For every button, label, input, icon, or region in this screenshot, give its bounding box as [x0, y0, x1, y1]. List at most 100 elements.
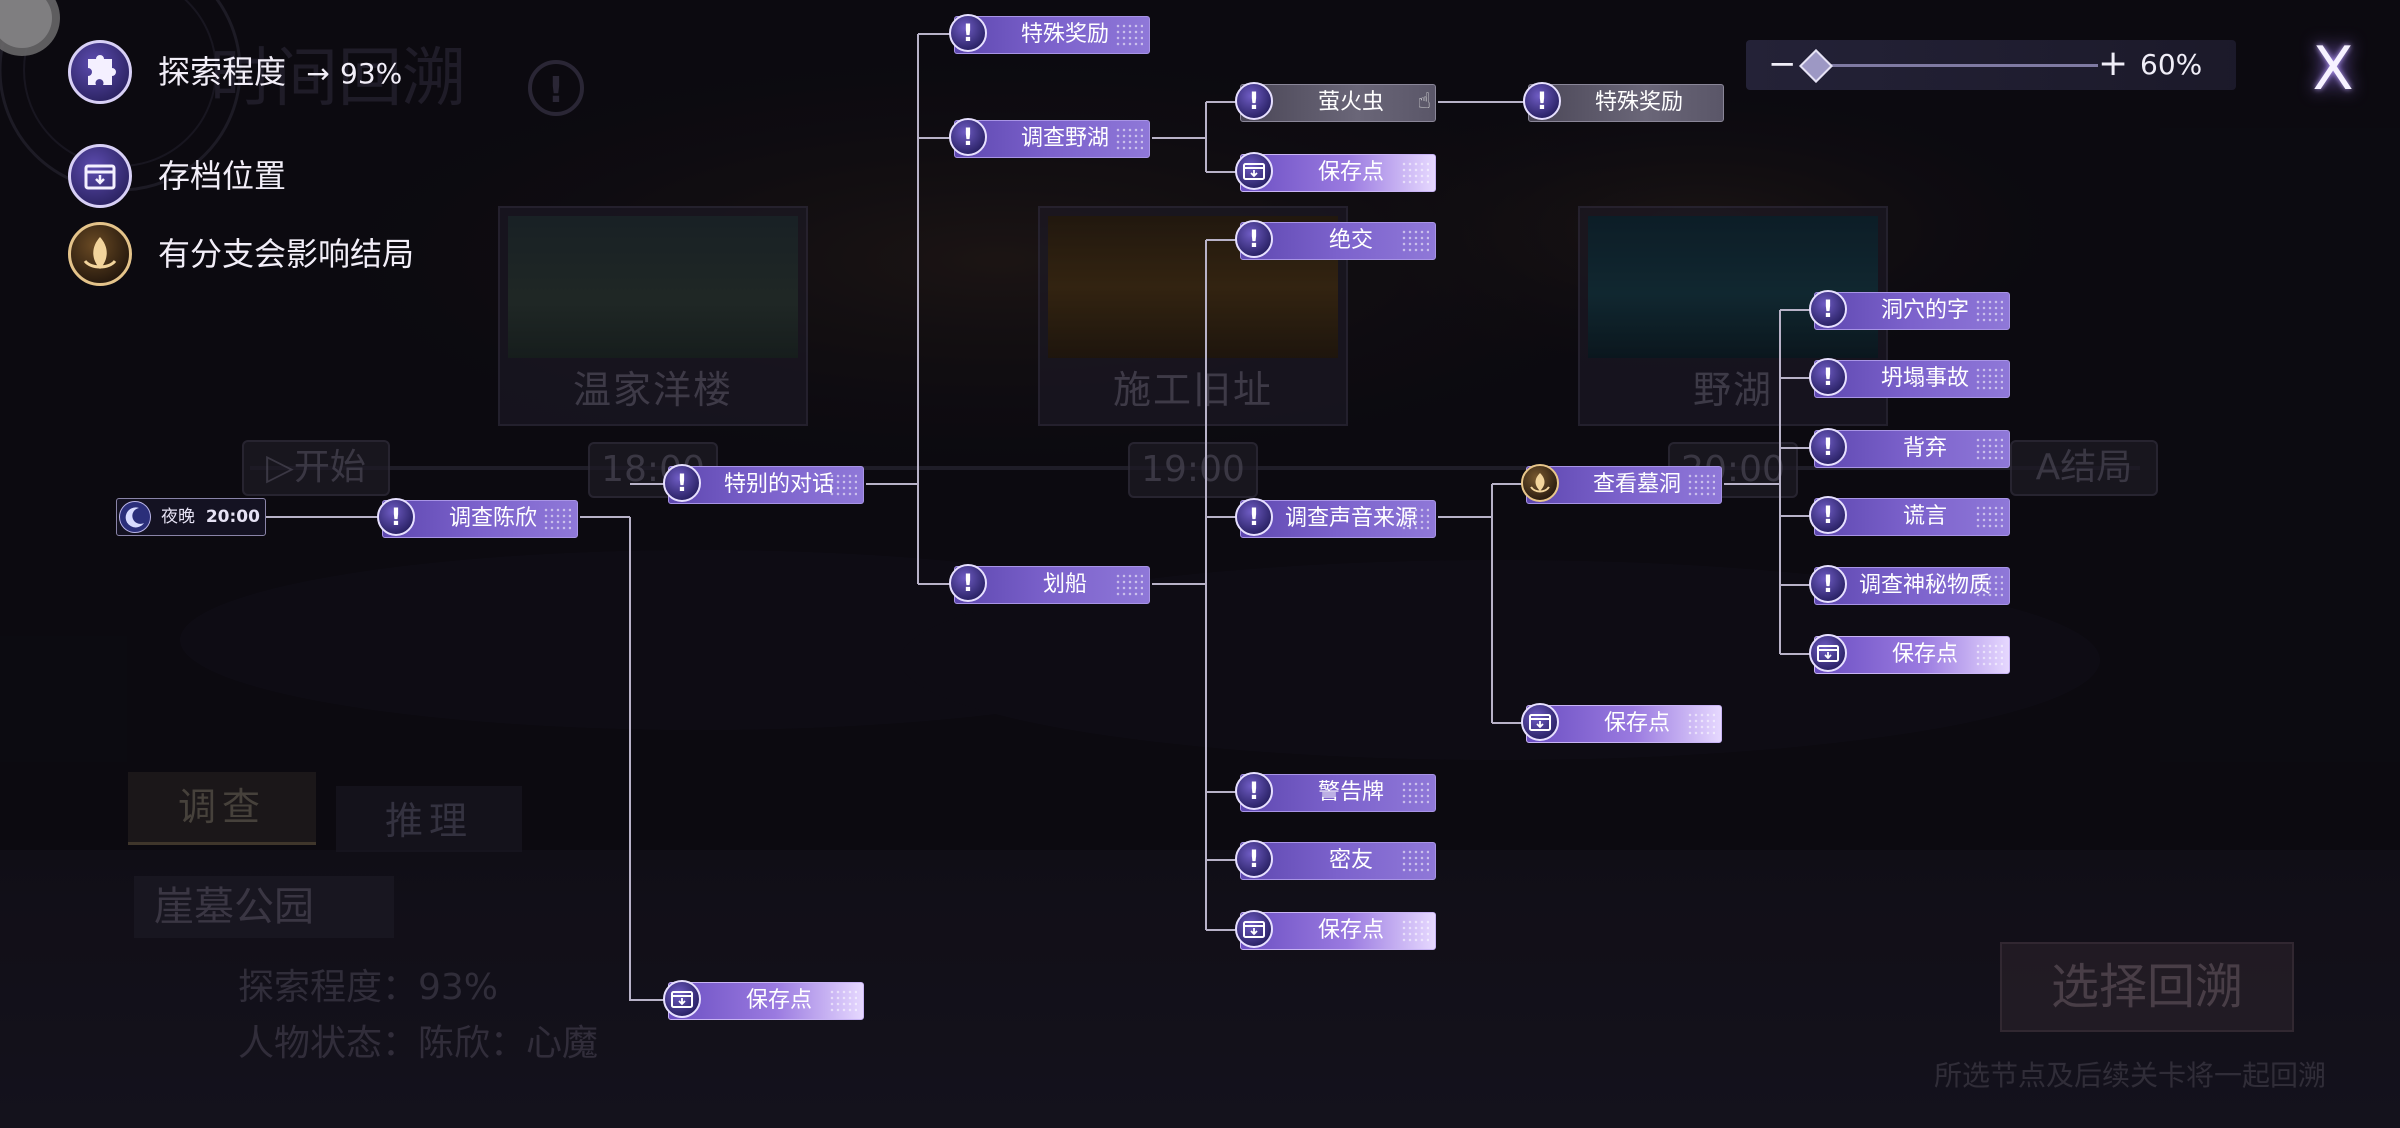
- node-label: 保存点: [1317, 160, 1384, 185]
- dot-pattern: [1115, 23, 1143, 47]
- exclamation-icon: !: [1235, 772, 1273, 810]
- exclamation-icon: !: [949, 564, 987, 602]
- location-card: 温家洋楼: [498, 206, 808, 426]
- exclamation-icon: !: [377, 498, 415, 536]
- dot-pattern: [1975, 574, 2003, 598]
- save-folder-icon: [1235, 910, 1273, 948]
- exclamation-icon: !: [949, 118, 987, 156]
- exploration-label: 探索程度: [158, 53, 287, 91]
- save-point-node[interactable]: 保存点: [1235, 152, 1436, 192]
- node-label: 特殊奖励: [1020, 22, 1109, 47]
- night-label: 夜晚: [161, 507, 195, 527]
- story-node[interactable]: !特殊奖励: [1523, 82, 1724, 122]
- location-title: 野湖: [1692, 368, 1773, 412]
- node-label: 谎言: [1902, 504, 1947, 529]
- story-node[interactable]: ! 划船: [949, 564, 1150, 604]
- rewind-hint: 所选节点及后续关卡将一起回溯: [1934, 1059, 2327, 1092]
- node-label: 特别的对话: [723, 472, 834, 497]
- story-node[interactable]: !萤火虫☝: [1235, 82, 1436, 122]
- night-time: 20:00: [205, 507, 260, 527]
- story-node[interactable]: ! 绝交: [1235, 220, 1436, 260]
- play-icon: ▷: [266, 447, 294, 488]
- exclamation-icon: !: [1235, 82, 1273, 120]
- exclamation-icon: !: [1809, 428, 1847, 466]
- dot-pattern: [1115, 127, 1143, 151]
- hand-pointer-icon: ☝: [1417, 89, 1431, 114]
- zoom-percentage: 60%: [2140, 48, 2203, 81]
- save-point-node[interactable]: 保存点: [1235, 910, 1436, 950]
- node-label: 密友: [1328, 848, 1373, 873]
- node-label: 调查陈欣: [448, 506, 537, 531]
- location-name: 崖墓公园: [134, 876, 394, 938]
- exclamation-icon: !: [1809, 290, 1847, 328]
- story-node[interactable]: 查看墓洞: [1521, 464, 1722, 504]
- arrow-icon: →: [306, 57, 330, 90]
- svg-text:时间回溯: 时间回溯: [210, 42, 466, 116]
- exploration-value: 93%: [340, 57, 403, 90]
- close-button[interactable]: X: [2312, 34, 2354, 104]
- dot-pattern: [829, 473, 857, 497]
- node-label: 调查神秘物质: [1858, 573, 1991, 598]
- dot-pattern: [1401, 229, 1429, 253]
- exclamation-icon: !: [1809, 565, 1847, 603]
- node-label: 保存点: [1317, 918, 1384, 943]
- tab-investigate: 调查: [128, 772, 316, 845]
- zoom-slider-track[interactable]: [1808, 64, 2098, 67]
- save-point-node[interactable]: 保存点: [1809, 634, 2010, 674]
- story-node[interactable]: ! 背弃: [1809, 428, 2010, 468]
- ending-marker: A结局: [2010, 440, 2158, 496]
- node-label: 保存点: [745, 988, 812, 1013]
- save-folder-icon: [663, 980, 701, 1018]
- exclamation-icon: !: [1809, 358, 1847, 396]
- zoom-slider-thumb[interactable]: [1799, 49, 1833, 83]
- zoom-out-button[interactable]: −: [1768, 44, 1797, 84]
- exclamation-icon: !: [1235, 220, 1273, 258]
- story-node[interactable]: ! 调查神秘物质: [1809, 565, 2010, 605]
- node-label: 划船: [1042, 572, 1087, 597]
- story-node[interactable]: !调查野湖: [949, 118, 1150, 158]
- dot-pattern: [1401, 849, 1429, 873]
- zoom-in-button[interactable]: +: [2098, 43, 2129, 84]
- story-node[interactable]: ! 洞穴的字: [1809, 290, 2010, 330]
- save-point-node[interactable]: 保存点: [663, 980, 864, 1020]
- story-node[interactable]: !调查声音来源: [1235, 498, 1436, 538]
- exclamation-icon: !: [949, 14, 987, 52]
- save-point-node[interactable]: 保存点: [1521, 703, 1722, 743]
- exclamation-icon: !: [1235, 498, 1273, 536]
- story-node[interactable]: !密友: [1235, 840, 1436, 880]
- dot-pattern: [1401, 507, 1429, 531]
- save-folder-icon: [1235, 152, 1273, 190]
- zoom-control: − + 60%: [1746, 40, 2236, 90]
- dot-pattern: [1401, 781, 1429, 805]
- status-text: 人物状态：陈欣：心魔: [238, 1023, 599, 1064]
- save-folder-icon: [1521, 703, 1559, 741]
- dot-pattern: [1687, 473, 1715, 497]
- dot-pattern: [1975, 643, 2003, 667]
- dot-pattern: [1401, 161, 1429, 185]
- branch-legend-label: 有分支会影响结局: [158, 235, 415, 273]
- node-label: 背弃: [1902, 436, 1947, 461]
- moon-icon: [119, 501, 151, 533]
- story-node[interactable]: !谎言: [1809, 496, 2010, 536]
- node-label: 保存点: [1603, 711, 1670, 736]
- node-label: 坍塌事故: [1880, 366, 1969, 391]
- story-node[interactable]: !特别的对话: [663, 464, 864, 504]
- dot-pattern: [1975, 505, 2003, 529]
- dot-pattern: [543, 507, 571, 531]
- story-node[interactable]: ! 特殊奖励: [949, 14, 1150, 54]
- story-node[interactable]: ! 警告牌: [1235, 772, 1436, 812]
- story-node[interactable]: ! 坍塌事故: [1809, 358, 2010, 398]
- story-node[interactable]: ! 调查陈欣: [377, 498, 578, 538]
- node-label: 警告牌: [1317, 780, 1384, 805]
- node-label: 特殊奖励: [1594, 90, 1683, 115]
- progress-text: 探索程度：93%: [238, 967, 499, 1008]
- dot-pattern: [1975, 299, 2003, 323]
- save-folder-icon: [1809, 634, 1847, 672]
- node-label: 绝交: [1328, 228, 1373, 253]
- node-label: 洞穴的字: [1880, 298, 1969, 323]
- branch-leaf-icon: [68, 222, 132, 286]
